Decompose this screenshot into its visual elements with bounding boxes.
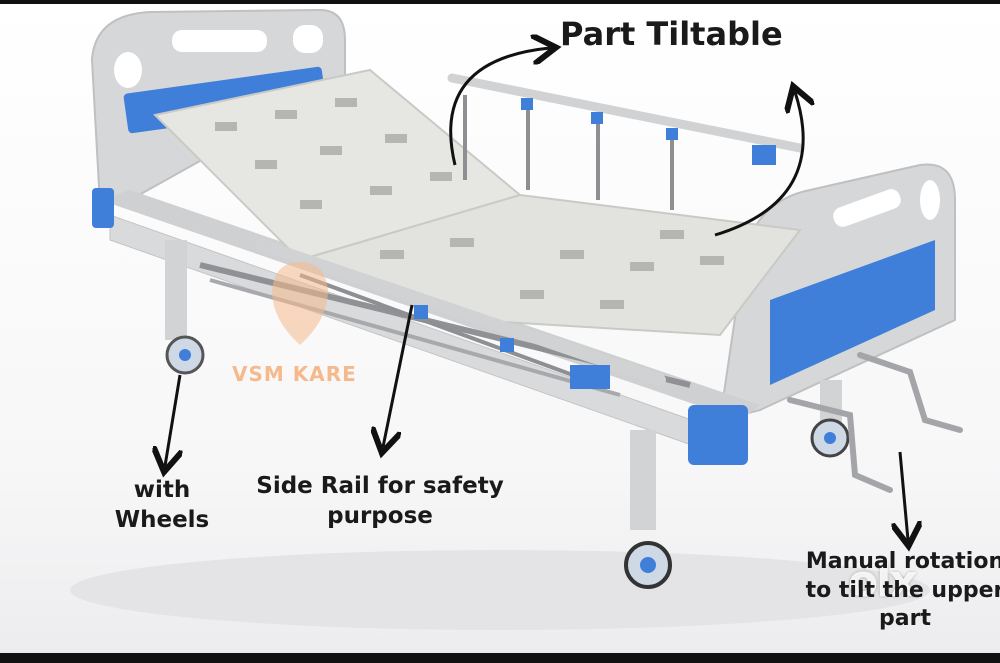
wheels-arrow (165, 374, 180, 466)
side-rail-front (256, 239, 666, 389)
side-rail-back (447, 73, 805, 210)
manual-rotation-label: Manual rotation to tilt the upper part (805, 549, 1000, 632)
brand-watermark: VSM KARE (232, 362, 357, 386)
side-rail-label: Side Rail for safety purpose (256, 473, 504, 529)
floor-shadow (70, 550, 930, 630)
wheel-casters (165, 335, 850, 589)
part-tiltable-label: Part Tiltable (560, 15, 783, 53)
tilt-arrow-right (714, 92, 803, 237)
manual-arrow (900, 451, 908, 540)
wheels-label: with Wheels (114, 477, 210, 533)
tilt-arrow-left (449, 48, 550, 166)
bottom-border (0, 653, 1000, 663)
top-border (0, 0, 1000, 4)
manual-crank-handles (787, 352, 963, 493)
side-rail-arrow (383, 304, 414, 447)
vsm-kare-logo (272, 262, 328, 345)
olx-watermark: olx (848, 556, 918, 607)
